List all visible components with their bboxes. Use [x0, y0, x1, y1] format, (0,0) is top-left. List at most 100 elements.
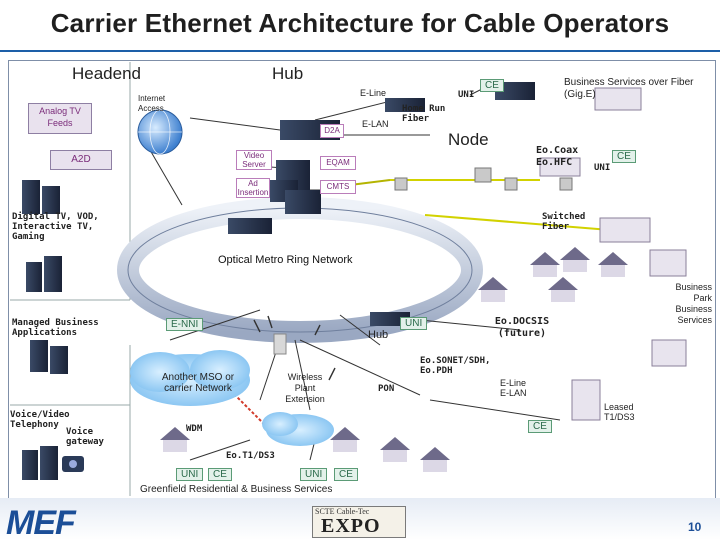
uni-label: UNI — [458, 90, 475, 100]
ce-tag-b: CE — [334, 468, 358, 481]
server-icon — [22, 180, 40, 214]
house-icon — [560, 247, 590, 272]
ad-insertion-box: Ad Insertion — [236, 178, 270, 198]
link-line — [294, 339, 311, 411]
server-icon — [44, 256, 62, 292]
house-icon — [420, 447, 450, 472]
office-building-icon — [571, 379, 601, 421]
uni-tag-b: UNI — [300, 468, 328, 481]
business-services-fiber-label: Business Services over Fiber (Gig.E) — [564, 77, 694, 100]
house-icon — [330, 427, 360, 452]
amplifier-icon — [394, 177, 408, 191]
server-icon — [30, 340, 48, 372]
enni-tag: E-NNI — [166, 318, 204, 331]
mef-logo: MEF — [6, 504, 76, 542]
ring-hub-label: Hub — [368, 329, 389, 341]
link-line — [189, 439, 251, 461]
expo-logo: SCTE Cable-Tec EXPO — [312, 506, 406, 538]
e-line-label: E-Line — [360, 88, 387, 98]
uni-tag-a: UNI — [176, 468, 204, 481]
house-icon — [160, 427, 190, 452]
fiber-line — [424, 214, 611, 231]
headend-label: Headend — [72, 64, 142, 83]
wireless-tower-icon — [273, 333, 287, 355]
server-icon — [40, 446, 58, 480]
link-line — [314, 99, 396, 121]
amplifier-icon — [559, 177, 573, 191]
cmts-icon — [285, 190, 321, 214]
ce-tag: CE — [480, 79, 504, 92]
eo-coax-label: Eo.Coax — [536, 145, 579, 156]
wireless-label: Wireless Plant Extension — [285, 372, 325, 404]
video-server-box: Video Server — [236, 150, 272, 170]
voice-gateway-label: Voice gateway — [66, 427, 104, 447]
e-line-lan-label: E-Line E-LAN — [500, 378, 527, 398]
link-line — [429, 399, 561, 421]
link-line — [149, 149, 183, 206]
house-icon — [478, 277, 508, 302]
another-mso-label: Another MSO or carrier Network — [161, 372, 235, 394]
hub-label: Hub — [272, 64, 304, 83]
office-building-icon — [649, 249, 687, 277]
voice-video-label: Voice/Video Telephony — [10, 410, 70, 430]
link-line — [169, 309, 261, 341]
digital-tv-label: Digital TV, VOD, Interactive TV, Gaming — [12, 212, 99, 242]
a2d-box: A2D — [50, 150, 112, 170]
link-line — [339, 314, 381, 346]
link-line — [299, 339, 421, 396]
eo-docsis-label: Eo.DOCSIS (future) — [494, 316, 550, 339]
analog-tv-box: Analog TV Feeds — [28, 103, 92, 134]
wdm-label: WDM — [186, 424, 203, 434]
amplifier-icon — [504, 177, 518, 191]
router-icon — [228, 218, 272, 234]
house-icon — [380, 437, 410, 462]
office-building-icon — [539, 157, 581, 177]
cmts-box: CMTS — [320, 180, 356, 194]
house-icon — [548, 277, 578, 302]
metro-ring — [117, 197, 483, 343]
pon-label: PON — [378, 384, 395, 394]
server-icon — [42, 186, 60, 214]
house-icon — [598, 252, 628, 277]
eo-hfc-label: Eo.HFC — [536, 157, 573, 168]
switched-fiber-label: Switched Fiber — [542, 212, 586, 232]
link-line — [189, 117, 281, 131]
carrier-cloud-icon — [130, 350, 250, 406]
server-icon — [26, 262, 42, 292]
e-lan-label: E-LAN — [362, 119, 389, 129]
greenfield-label: Greenfield Residential & Business Servic… — [140, 484, 333, 495]
wireless-signal-icon — [253, 315, 273, 333]
node-label: Node — [448, 130, 489, 149]
uni-tag-ring: UNI — [400, 317, 428, 330]
page-title: Carrier Ethernet Architecture for Cable … — [50, 8, 670, 38]
eo-sonet-label: Eo.SONET/SDH, Eo.PDH — [420, 356, 491, 376]
ce-device-icon — [495, 82, 535, 100]
ring-label: Optical Metro Ring Network — [218, 254, 353, 266]
office-building-icon — [651, 339, 687, 367]
uni-label-right: UNI — [594, 163, 611, 173]
switch-icon — [385, 98, 425, 112]
office-building-icon — [594, 87, 642, 111]
eqam-box: EQAM — [320, 156, 356, 170]
business-park-label: Business Park Business Services — [675, 282, 712, 325]
wireless-signal-icon — [314, 324, 336, 381]
office-building-icon — [599, 217, 651, 243]
ce-tag-right: CE — [612, 150, 636, 163]
wdm-cloud-icon — [262, 412, 334, 446]
server-icon — [50, 346, 68, 374]
home-run-fiber-label: Home Run Fiber — [402, 104, 446, 124]
internet-access-label: Internet Access — [138, 94, 166, 113]
leased-label: Leased T1/DS3 — [604, 402, 635, 422]
title-rule — [0, 50, 720, 52]
eo-t1-label: Eo.T1/DS3 — [226, 451, 275, 461]
expo-main-text: EXPO — [321, 515, 381, 537]
ce-tag-a: CE — [208, 468, 232, 481]
expo-top-text: SCTE Cable-Tec — [315, 507, 370, 516]
house-icon — [530, 252, 560, 277]
managed-business-label: Managed Business Applications — [12, 318, 99, 338]
node-amplifier-icon — [474, 167, 492, 183]
d2a-box: D2A — [320, 124, 344, 138]
fiber-line — [349, 179, 391, 186]
page-number: 10 — [688, 520, 702, 534]
